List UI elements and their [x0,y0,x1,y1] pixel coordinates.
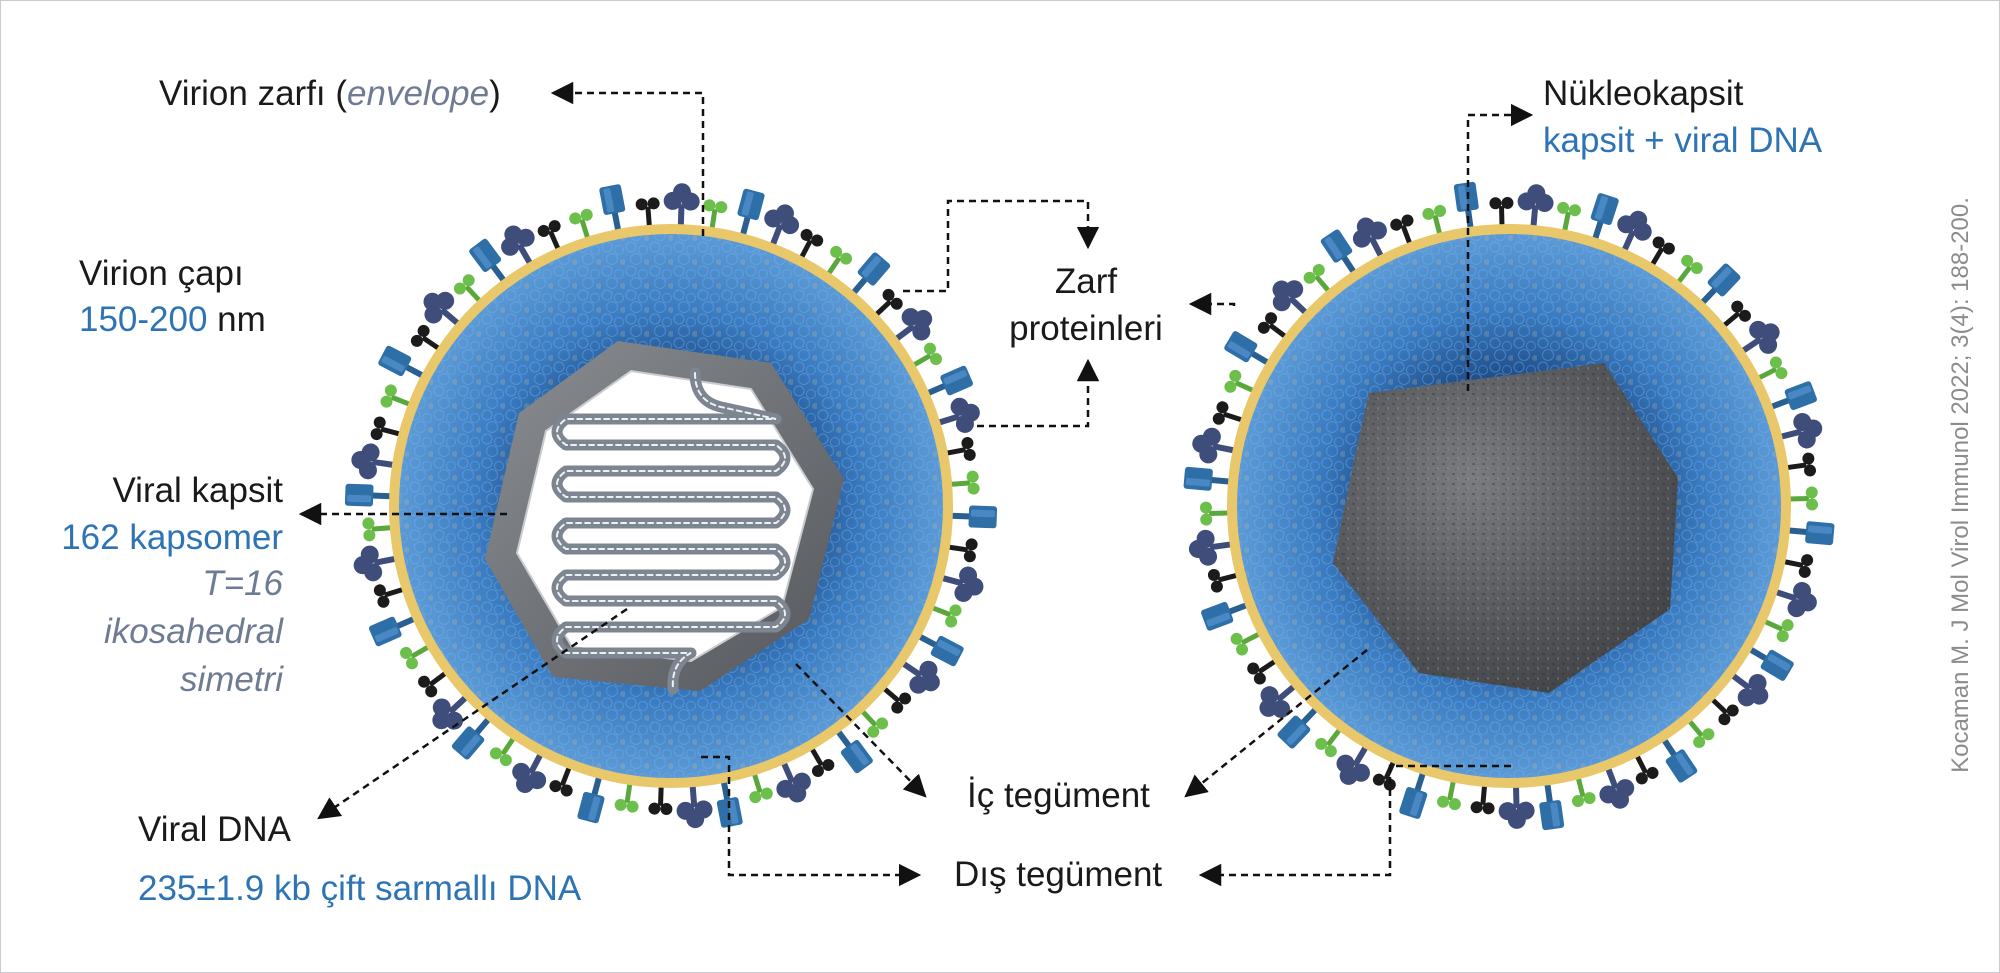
glycoprotein-spike-bone-dark [1489,196,1514,227]
label-diameter-value: 150-200 [79,300,208,339]
callout-leaders [298,81,1534,887]
glycoprotein-spike-block [732,188,766,239]
glycoprotein-spike-bone-dark [946,535,979,564]
label-capsid-shape: ikosahedral [104,612,283,651]
leader-envelope [550,81,705,236]
citation: Kocaman M. J Mol Virol Immunol 2022; 3(4… [1947,197,1974,773]
glycoprotein-spike-bone-green [949,470,981,497]
glycoprotein-spike-block [576,773,610,824]
label-dna-desc: 235±1.9 kb çift sarmallı DNA [138,869,582,908]
label-outer-tegument: Dış tegüment [954,855,1163,894]
leader-nucleocapsid [1466,103,1534,391]
label-capsid-count: 162 kapsomer [61,518,283,557]
label-diameter-title: Virion çapı [79,254,244,293]
label-capsid-title: Viral kapsit [112,471,283,510]
label-dna-title: Viral DNA [138,810,292,849]
glycoprotein-spike-bone-dark [648,785,674,816]
glycoprotein-spike-bone-green [1788,486,1819,511]
glycoprotein-spike-club [1515,182,1556,229]
glycoprotein-spike-block [1536,781,1565,831]
glycoprotein-spike-block [598,183,630,234]
glycoprotein-spike-bone-dark [1470,783,1497,815]
label-diameter: 150-200 nm [79,297,266,343]
label-diameter-unit: nm [207,300,266,339]
label-envelope-text: Virion zarfı ( [159,74,348,113]
leader-env-proteins-bottom [977,358,1100,428]
glycoprotein-spike-bone-dark [635,196,662,228]
label-capsid-symmetry: simetri [179,660,283,699]
label-env-proteins-line2: proteinleri [1009,309,1163,348]
glycoprotein-spike-club [350,541,400,585]
glycoprotein-spike-club [1186,526,1235,569]
label-inner-tegument: İç tegüment [967,776,1150,815]
left-virion [344,182,998,830]
glycoprotein-spike-block [344,483,392,508]
glycoprotein-spike-block [1398,769,1434,820]
glycoprotein-spike-block [1584,192,1620,243]
glycoprotein-spike-bone-green [700,198,729,231]
glycoprotein-spike-block [950,504,998,529]
label-nucleocapsid-desc: kapsit + viral DNA [1543,121,1823,160]
label-envelope-close: ) [489,74,501,113]
glycoprotein-spike-bone-green [361,515,393,542]
glycoprotein-spike-bone-green [1199,501,1230,526]
label-nucleocapsid-title: Nükleokapsit [1543,74,1744,113]
glycoprotein-spike-block [1786,519,1835,546]
leader-outer-tegument-right [1198,764,1511,887]
label-envelope-italic: envelope [347,74,490,113]
leader-inner-tegument-right [1184,649,1368,798]
label-env-proteins-line1: Zarf [1054,262,1118,301]
glycoprotein-spike-bone-dark [1784,451,1817,480]
right-virion [1183,181,1835,831]
leader-env-proteins-top [903,199,1100,293]
glycoprotein-spike-club [1498,785,1536,830]
viral-dna-double-helix [556,372,786,690]
glycoprotein-spike-bone-green [613,781,642,814]
glycoprotein-spike-club [674,783,714,830]
glycoprotein-spike-club [662,182,701,227]
label-capsid-triangulation: T=16 [202,564,283,603]
nucleocapsid-texture [1333,363,1678,693]
glycoprotein-spike-block [1183,466,1232,493]
leader-dna [317,607,628,820]
leader-inner-tegument-left [795,663,927,798]
leader-outer-tegument-left [701,755,922,887]
leader-env-proteins-right [1188,292,1236,316]
label-envelope: Virion zarfı (envelope) [159,71,501,117]
glycoprotein-spike-club [348,440,397,483]
